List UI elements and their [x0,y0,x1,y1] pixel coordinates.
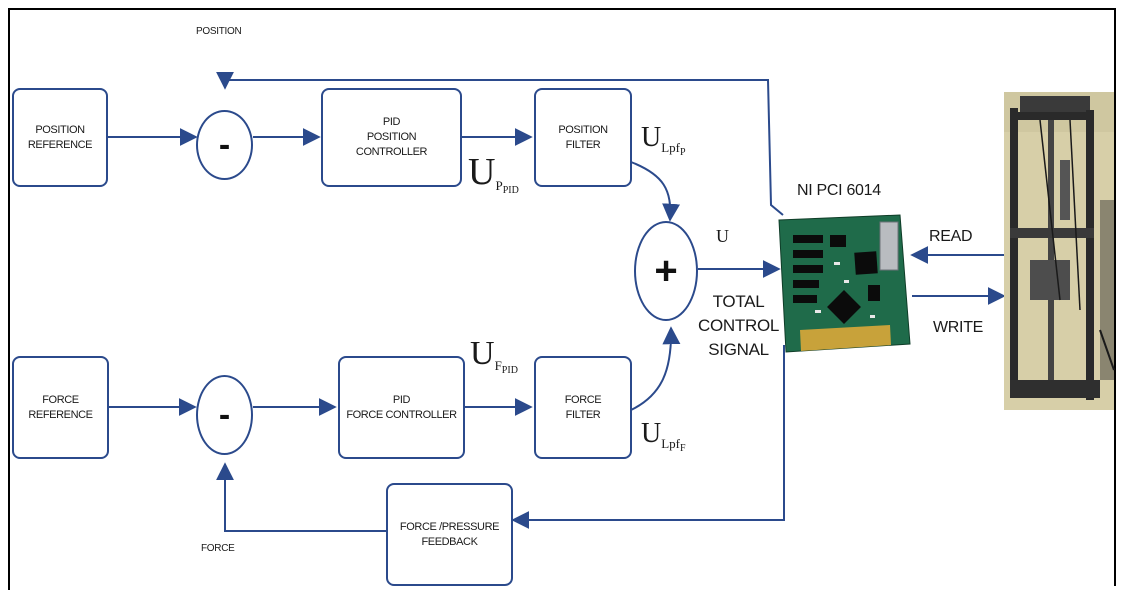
test-rig-photo [1004,92,1114,410]
signal-u-lpff: ULpfF [641,418,686,450]
position-reference-block: POSITION REFERENCE [12,88,108,187]
summing-junction: + [634,221,698,321]
force-error-junction: - [196,375,253,455]
position-filter-block: POSITION FILTER [534,88,632,187]
line-forcefilter-to-sum [631,328,671,410]
force-reference-label: FORCE REFERENCE [28,393,92,423]
position-error-sign: - [219,126,230,165]
signal-u-fpid: UFPID [470,335,518,373]
pid-force-controller-label: PID FORCE CONTROLLER [346,393,456,423]
pid-position-controller-block: PID POSITION CONTROLLER [321,88,462,187]
position-reference-label: POSITION REFERENCE [28,123,92,153]
total-control-signal-label: TOTAL CONTROL SIGNAL [698,290,779,362]
force-pressure-feedback-block: FORCE /PRESSURE FEEDBACK [386,483,513,586]
daq-card-image [779,215,910,352]
force-filter-block: FORCE FILTER [534,356,632,459]
signal-u-lpfp: ULpfP [641,122,686,154]
line-force-feedback-to-sum [225,464,386,531]
force-feedback-label: FORCE [201,543,235,554]
position-filter-label: POSITION FILTER [558,123,607,153]
pid-force-controller-block: PID FORCE CONTROLLER [338,356,465,459]
read-label: READ [929,228,972,246]
summing-sign: + [654,249,677,294]
position-feedback-label: POSITION [196,26,241,37]
daq-card-label: NI PCI 6014 [797,182,881,200]
line-posfilter-to-sum [631,162,670,220]
force-reference-block: FORCE REFERENCE [12,356,109,459]
signal-u-total: U [716,226,729,247]
force-filter-label: FORCE FILTER [565,393,602,423]
position-error-junction: - [196,110,253,180]
write-label: WRITE [933,319,983,337]
pid-position-controller-label: PID POSITION CONTROLLER [356,115,427,160]
force-error-sign: - [219,396,230,435]
signal-u-ppid: UPPID [468,150,519,194]
force-pressure-feedback-label: FORCE /PRESSURE FEEDBACK [400,520,499,550]
